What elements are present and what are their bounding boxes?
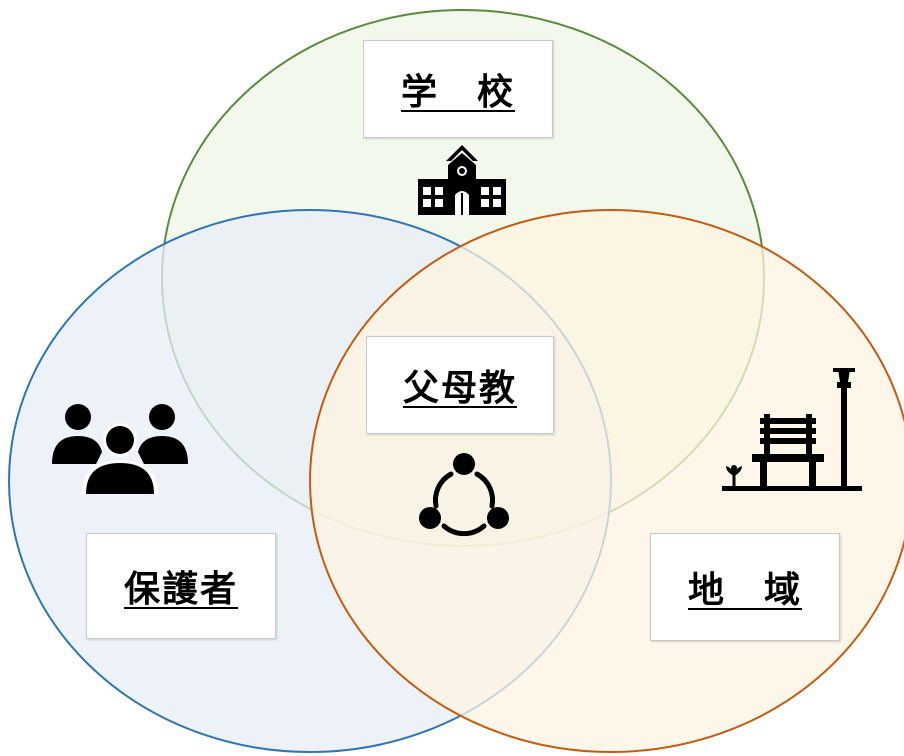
community-label-box: 地 域 <box>650 533 840 641</box>
pta-label-box: 父母教 <box>366 336 554 434</box>
pta-label: 父母教 <box>402 368 517 409</box>
school-label: 学 校 <box>400 72 515 113</box>
community-label: 地 域 <box>687 570 802 611</box>
park-bench-streetlamp-icon <box>722 368 862 491</box>
people-group-icon <box>52 404 188 494</box>
parents-label: 保護者 <box>123 569 238 610</box>
school-label-box: 学 校 <box>363 40 553 138</box>
school-building-icon <box>418 145 506 215</box>
parents-label-box: 保護者 <box>86 533 276 639</box>
cycle-network-icon <box>419 453 509 537</box>
